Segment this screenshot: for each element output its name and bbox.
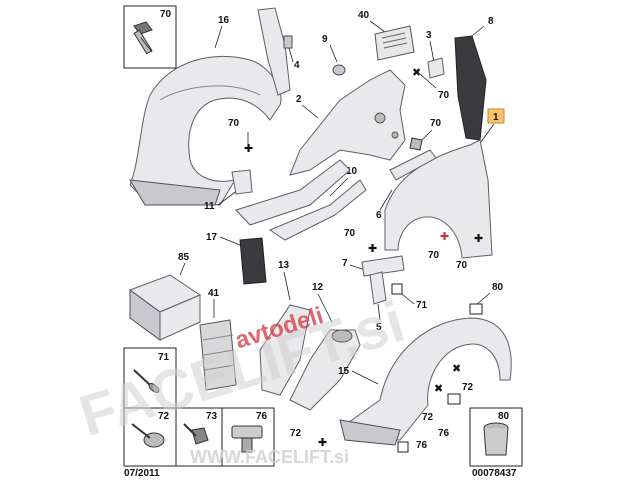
part-12-strut-mount[interactable] [289,329,361,411]
fastener-70-marker-e: ✚ [474,233,483,245]
part-15-front-wheel-arch-liner[interactable] [339,317,512,446]
callout-13: 13 [278,260,290,271]
callout-72-b: 72 [422,412,434,423]
callout-1-highlight: 1 [487,108,505,124]
callout-15: 15 [338,366,350,377]
callout-70-b: 70 [430,118,442,129]
part-71-clip[interactable] [391,283,403,295]
part-13-bracket[interactable] [259,304,311,396]
fastener-72-marker-c: ✚ [318,437,327,449]
callout-80: 80 [492,282,504,293]
callout-76-b: 76 [416,440,428,451]
part-9-grommet[interactable] [332,64,346,76]
footer-ref: 00078437 [472,468,517,479]
rivet-icon [133,369,160,393]
legend-box-76: 76 [221,407,275,467]
legend-box-70-label: 70 [160,9,172,20]
part-4-bracket[interactable] [257,7,291,96]
callout-70-c: 70 [344,228,356,239]
callout-2: 2 [296,94,302,105]
nut-insert-icon [483,422,509,456]
legend-box-80: 80 [469,407,523,467]
fastener-70-marker: ✖ [412,67,421,79]
legend-box-73-label: 73 [206,411,218,422]
part-76-clip[interactable] [447,393,461,405]
callout-40: 40 [358,10,370,21]
part-4-clip[interactable] [283,35,293,49]
fastener-72-marker-a: ✖ [434,383,443,395]
part-85-fixing-kit[interactable] [128,274,202,341]
legend-box-70: 70 [123,5,177,69]
callout-70-a: 70 [438,90,450,101]
legend-box-73: 73 [175,407,223,467]
part-7-brace[interactable] [361,255,405,277]
callout-41: 41 [208,288,220,299]
part-3-bracket[interactable] [427,57,445,79]
callout-4: 4 [294,60,300,71]
part-17-damper[interactable] [239,237,267,285]
part-40-label-plate[interactable] [374,25,415,61]
callout-1: 1 [493,112,499,123]
push-clip-icon [231,425,263,453]
part-41-mesh-pad[interactable] [199,319,237,391]
callout-7: 7 [342,258,348,269]
svg-text:✖: ✖ [412,67,421,79]
screw-washer-icon [131,423,165,448]
callout-17: 17 [206,232,218,243]
legend-box-71: 71 [123,347,177,409]
part-6-fender-bracket[interactable] [389,149,437,181]
legend-box-72: 72 [123,407,177,467]
part-10-rail[interactable] [235,159,367,241]
bolt-icon-73 [183,423,209,445]
screw-icon [409,137,423,151]
footer-date: 07/2011 [124,468,160,479]
callout-8: 8 [488,16,494,27]
fastener-70-marker-c: ✚ [368,243,377,255]
fastener-70-marker-f: ✚ [244,143,253,155]
callout-76-a: 76 [438,428,450,439]
callout-9: 9 [322,34,328,45]
fastener-70-marker-d: ✚ [440,231,449,243]
callout-70-d: 70 [428,250,440,261]
callout-12: 12 [312,282,324,293]
callout-72-a: 72 [462,382,474,393]
bolt-icon [133,21,153,55]
part-11-bracket[interactable] [231,169,253,195]
part-2-wheelhouse-structure[interactable] [289,69,406,176]
callout-10: 10 [346,166,358,177]
part-76-clip-b[interactable] [397,441,409,453]
callout-85: 85 [178,252,190,263]
legend-box-76-label: 76 [256,411,268,422]
part-8-insulation[interactable] [454,35,487,141]
part-5-support[interactable] [369,271,387,305]
legend-box-72-label: 72 [158,411,170,422]
callout-6: 6 [376,210,382,221]
part-80-clip[interactable] [469,303,483,315]
legend-box-71-label: 71 [158,352,170,363]
callout-71: 71 [416,300,428,311]
legend-box-80-label: 80 [498,411,510,422]
callout-70-e: 70 [456,260,468,271]
callout-11: 11 [204,201,215,212]
part-16-wheel-arch-liner[interactable] [129,55,282,206]
callout-72-c: 72 [290,428,302,439]
watermark-bottom: WWW.FACELIFT.si [190,447,349,467]
callout-3: 3 [426,30,432,41]
callout-70-f: 70 [228,118,240,129]
callout-16: 16 [218,15,230,26]
callout-5: 5 [376,322,382,333]
part-1-front-fender[interactable] [384,139,493,259]
fastener-72-marker-b: ✖ [452,363,461,375]
